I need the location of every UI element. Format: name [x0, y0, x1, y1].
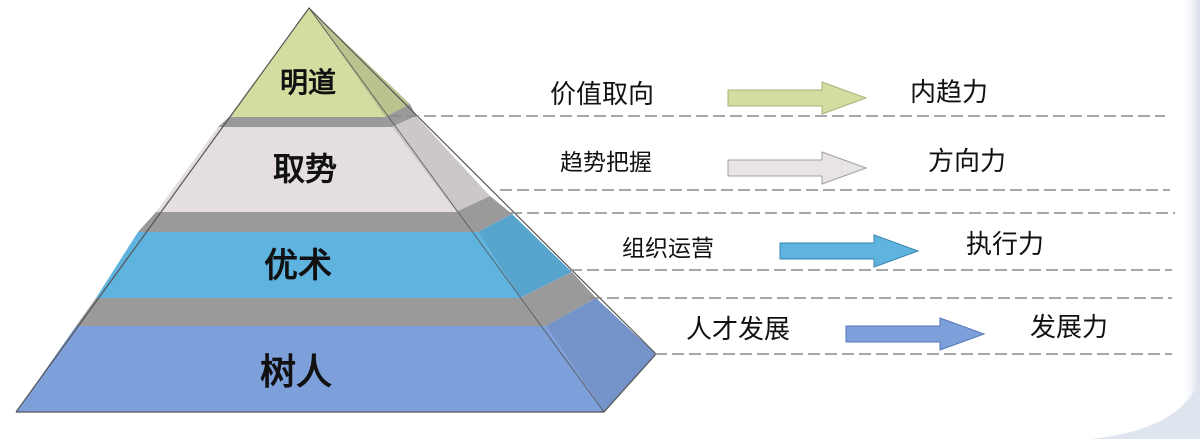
row-3-left-label: 组织运营 [622, 236, 714, 262]
tier-优术-side [478, 214, 572, 298]
tier-取势-front [156, 127, 456, 212]
tier-label-1: 明道 [280, 66, 336, 99]
tier-label-2: 取势 [273, 150, 337, 188]
tier-label-4: 树人 [260, 352, 332, 393]
pyramid-ridge [308, 7, 605, 413]
band-3 [76, 272, 596, 326]
row-2-left-label: 趋势把握 [560, 150, 652, 176]
tier-明道-side [309, 8, 410, 117]
row-4-right-label: 发展力 [1030, 313, 1108, 343]
tier-树人-front [16, 326, 604, 412]
row-3-arrow [779, 234, 920, 268]
row-4-arrow [845, 317, 986, 351]
band-2 [138, 196, 512, 232]
row-1-arrow [727, 81, 868, 115]
edge-shadow [1180, 0, 1200, 439]
tier-取势-side [392, 116, 490, 212]
row-2-right-label: 方向力 [928, 147, 1006, 177]
corner-shade [1090, 380, 1200, 439]
tier-优术-front [96, 232, 520, 298]
row-1-left-label: 价值取向 [550, 80, 654, 110]
row-4-left-label: 人才发展 [686, 315, 790, 345]
tier-树人-side [546, 298, 656, 412]
tier-明道-front [229, 8, 385, 117]
row-2-arrow [727, 151, 868, 185]
tier-label-3: 优术 [264, 246, 332, 286]
band-1 [218, 104, 416, 127]
row-1-right-label: 内趋力 [910, 78, 988, 108]
row-3-right-label: 执行力 [966, 230, 1044, 260]
